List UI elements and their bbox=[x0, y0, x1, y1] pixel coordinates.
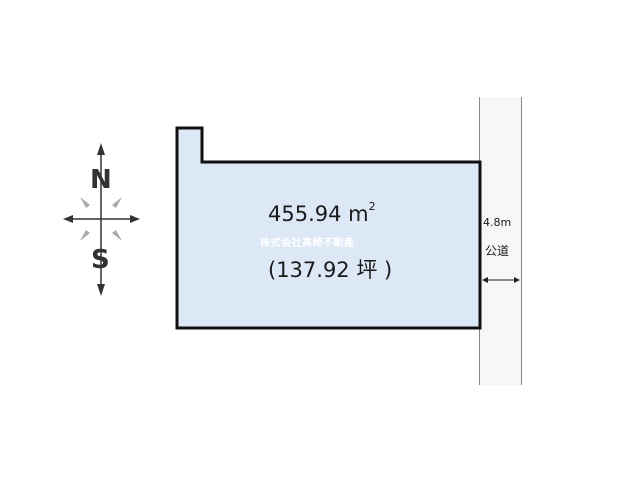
lot-outline bbox=[175, 126, 482, 330]
company-watermark: 株式会社高崎不動産 bbox=[260, 238, 355, 249]
road-width-dimension bbox=[482, 277, 520, 283]
compass-north-label: N bbox=[90, 165, 112, 195]
road-width-label: 4.8m bbox=[483, 216, 512, 229]
lot-area-unit-superscript: 2 bbox=[368, 200, 376, 213]
road-type-label: 公道 bbox=[485, 244, 510, 258]
lot-area-sqm: 455.94 m2 bbox=[268, 200, 376, 226]
compass-south-label: S bbox=[91, 245, 110, 275]
road-strip bbox=[480, 97, 521, 385]
lot-area-tsubo: (137.92 坪 ) bbox=[268, 258, 393, 282]
compass-rose bbox=[63, 143, 140, 296]
lot-area-unit: m bbox=[348, 202, 369, 226]
lot-area-number: 455.94 bbox=[268, 202, 342, 226]
